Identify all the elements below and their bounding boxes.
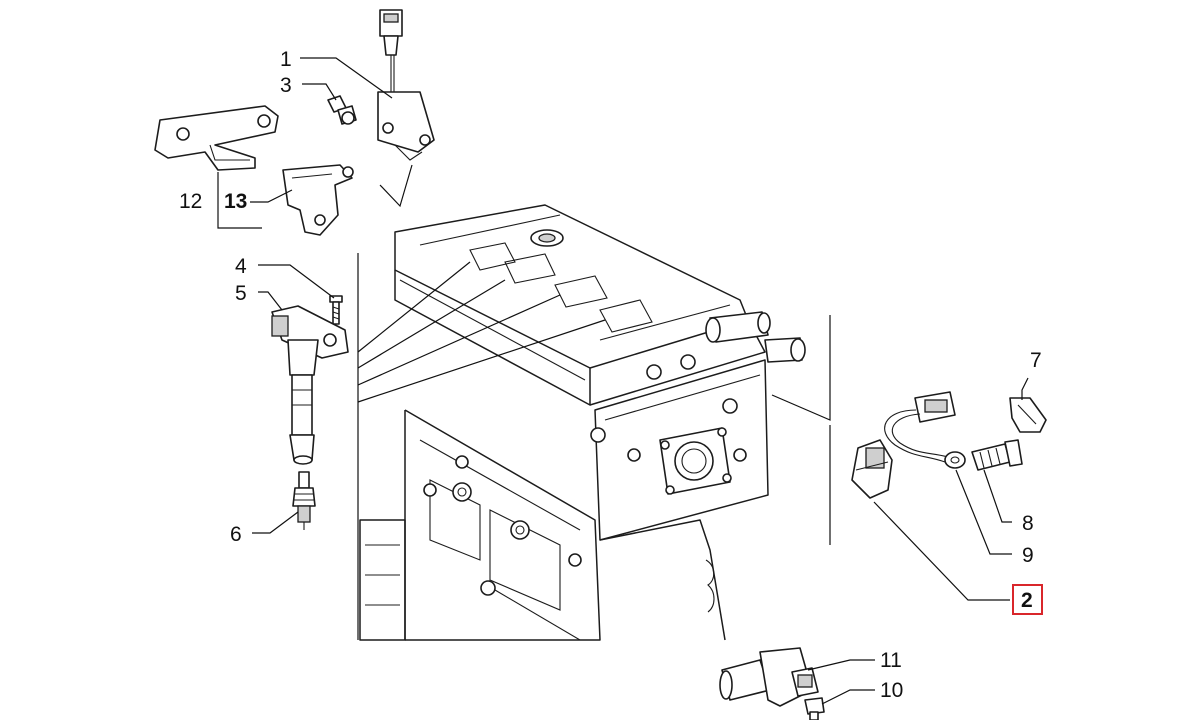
part-5-ignition-coil xyxy=(271,305,349,465)
label-part-9[interactable]: 9 xyxy=(1022,544,1034,567)
label-part-8[interactable]: 8 xyxy=(1022,512,1034,535)
label-part-1[interactable]: 1 xyxy=(280,48,292,71)
part-13-bracket xyxy=(282,164,354,236)
part-12-bracket xyxy=(154,105,279,171)
leader-lines xyxy=(217,57,1029,705)
part-2-knock-sensor xyxy=(851,439,893,499)
label-part-5[interactable]: 5 xyxy=(235,282,247,305)
part-labels: 1 3 12 13 4 5 6 7 8 9 2 11 10 xyxy=(179,48,1042,702)
part-6-spark-plug xyxy=(292,471,316,530)
label-part-13[interactable]: 13 xyxy=(224,190,247,213)
label-part-11[interactable]: 11 xyxy=(880,649,902,672)
guide-lines xyxy=(357,164,831,640)
label-part-6[interactable]: 6 xyxy=(230,523,242,546)
label-part-10[interactable]: 10 xyxy=(880,679,903,702)
part-1-camshaft-sensor xyxy=(377,9,435,161)
label-part-3[interactable]: 3 xyxy=(280,74,292,97)
highlight-box-part-2 xyxy=(1012,584,1043,615)
part-3-bolt xyxy=(327,95,357,125)
part-7-clip xyxy=(1009,397,1047,433)
part-4-screw xyxy=(329,295,343,325)
label-part-12[interactable]: 12 xyxy=(179,190,202,213)
engine-block xyxy=(359,204,806,641)
part-10-screw xyxy=(804,697,825,720)
part-11-crank-sensor xyxy=(719,647,819,707)
part-8-bolt xyxy=(971,439,1023,471)
label-part-2[interactable]: 2 xyxy=(1021,589,1033,612)
label-part-7[interactable]: 7 xyxy=(1030,349,1042,372)
label-part-4[interactable]: 4 xyxy=(235,255,247,278)
part-9-sensor-harness xyxy=(884,391,966,469)
